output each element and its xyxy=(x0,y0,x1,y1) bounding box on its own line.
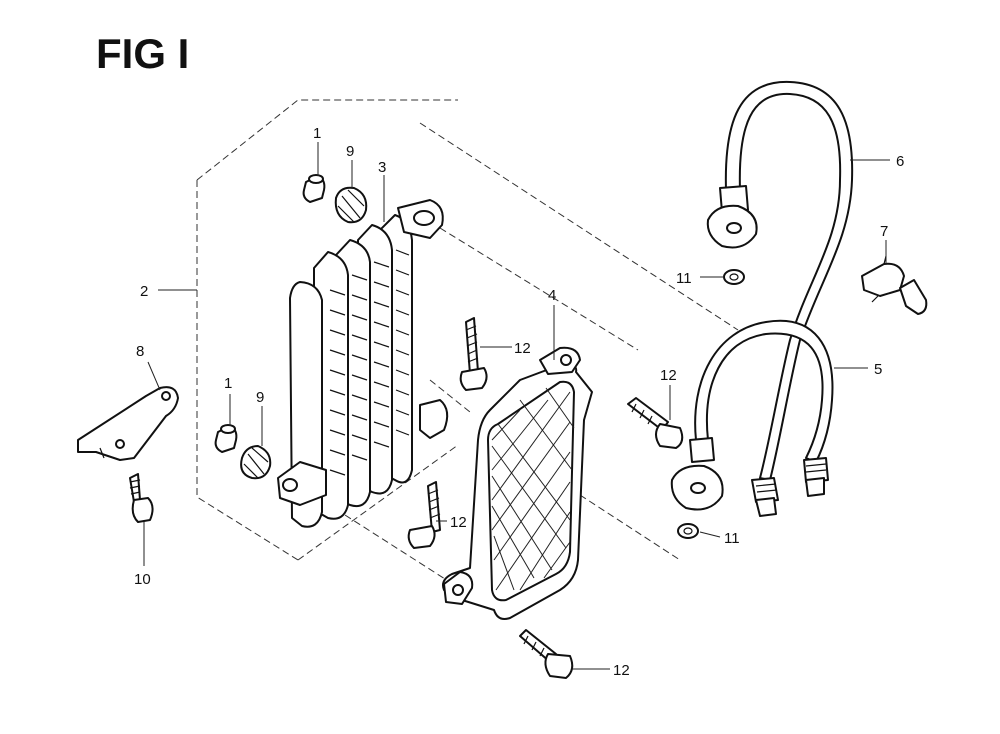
lower-grommet-9 xyxy=(240,445,272,480)
callout-7: 7 xyxy=(880,223,888,240)
bolt-12-upper xyxy=(459,317,488,391)
guard-mesh xyxy=(491,387,575,591)
callout-11-lower: 11 xyxy=(724,530,740,547)
assembly-outline xyxy=(196,99,739,587)
bolt-12-middle xyxy=(407,481,441,549)
radiator-guard-4 xyxy=(442,346,593,620)
oil-cooler-radiator xyxy=(277,199,449,528)
callout-labels: 1 1 2 3 4 5 6 7 8 9 9 10 11 11 12 12 12 … xyxy=(134,125,904,679)
callout-2: 2 xyxy=(140,283,148,300)
callout-6: 6 xyxy=(896,153,904,170)
callout-12-bottom: 12 xyxy=(613,662,630,679)
callout-11-upper: 11 xyxy=(676,270,692,287)
bracket-bolt-10 xyxy=(129,473,154,523)
callout-8: 8 xyxy=(136,343,144,360)
callout-5: 5 xyxy=(874,361,882,378)
callout-3: 3 xyxy=(378,159,386,176)
callout-1-lower: 1 xyxy=(224,375,232,392)
leader-lines xyxy=(143,142,890,670)
callout-10: 10 xyxy=(134,571,151,588)
callout-1-upper: 1 xyxy=(313,125,321,142)
callout-9-upper: 9 xyxy=(346,143,354,160)
figure-title: FIG I xyxy=(96,30,190,77)
sealing-washer-11-lower xyxy=(677,523,699,539)
upper-collar-1 xyxy=(302,174,326,203)
callout-12-right: 12 xyxy=(660,367,677,384)
callout-4: 4 xyxy=(548,287,556,304)
hose-clamp-7 xyxy=(861,255,928,315)
callout-9-lower: 9 xyxy=(256,389,264,406)
lower-collar-1 xyxy=(214,424,238,453)
bolt-12-right xyxy=(627,397,684,449)
radiator-coil-hatching xyxy=(329,249,410,476)
callout-12-upper: 12 xyxy=(514,340,531,357)
mounting-bracket-8 xyxy=(77,386,179,461)
upper-grommet-9 xyxy=(334,186,368,224)
oil-hose-6 xyxy=(706,80,854,517)
callout-12-middle: 12 xyxy=(450,514,467,531)
sealing-washer-11-upper xyxy=(723,269,745,285)
bolt-12-bottom xyxy=(519,629,574,679)
oil-hose-5 xyxy=(670,319,834,511)
